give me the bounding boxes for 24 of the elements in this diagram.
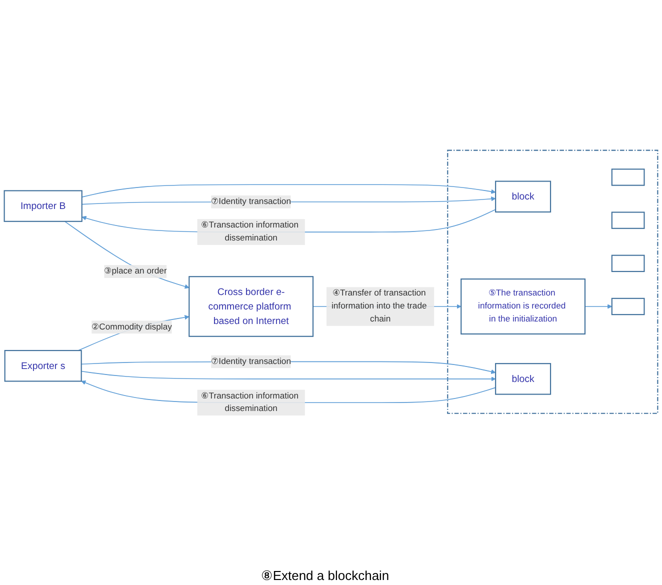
node-box: Exporter s (4, 350, 82, 382)
node-box (611, 254, 645, 272)
arrow (81, 184, 496, 198)
arrow (78, 315, 190, 351)
note-text: ⑧Extend a blockchain (260, 568, 390, 583)
arrow (64, 221, 190, 289)
node-box (611, 298, 645, 316)
edge-label: ⑦Identity transaction (211, 356, 292, 366)
cluster (447, 150, 658, 414)
node-box: Cross border e-commerce platform based on Internet (188, 276, 314, 337)
edge-label: ③place an order (104, 266, 167, 276)
node-box: block (495, 180, 552, 213)
node-box: ⑤The transaction information is recorded in the initialization (460, 278, 586, 335)
edge-label: ②Commodity display (92, 322, 172, 332)
edge-label: ④Transfer of transaction information into the trade chain (331, 288, 427, 324)
node-box (611, 168, 645, 186)
edge-label: ⑦Identity transaction (211, 197, 292, 206)
arrow (80, 370, 496, 382)
edge-label: ⑥Transaction information dissemination (201, 391, 298, 414)
node-box: block (495, 363, 552, 395)
arrow (584, 304, 612, 309)
edge-label: ⑥Transaction information dissemination (201, 220, 298, 243)
node-box (611, 212, 645, 229)
node-box: Importer B (4, 190, 82, 222)
